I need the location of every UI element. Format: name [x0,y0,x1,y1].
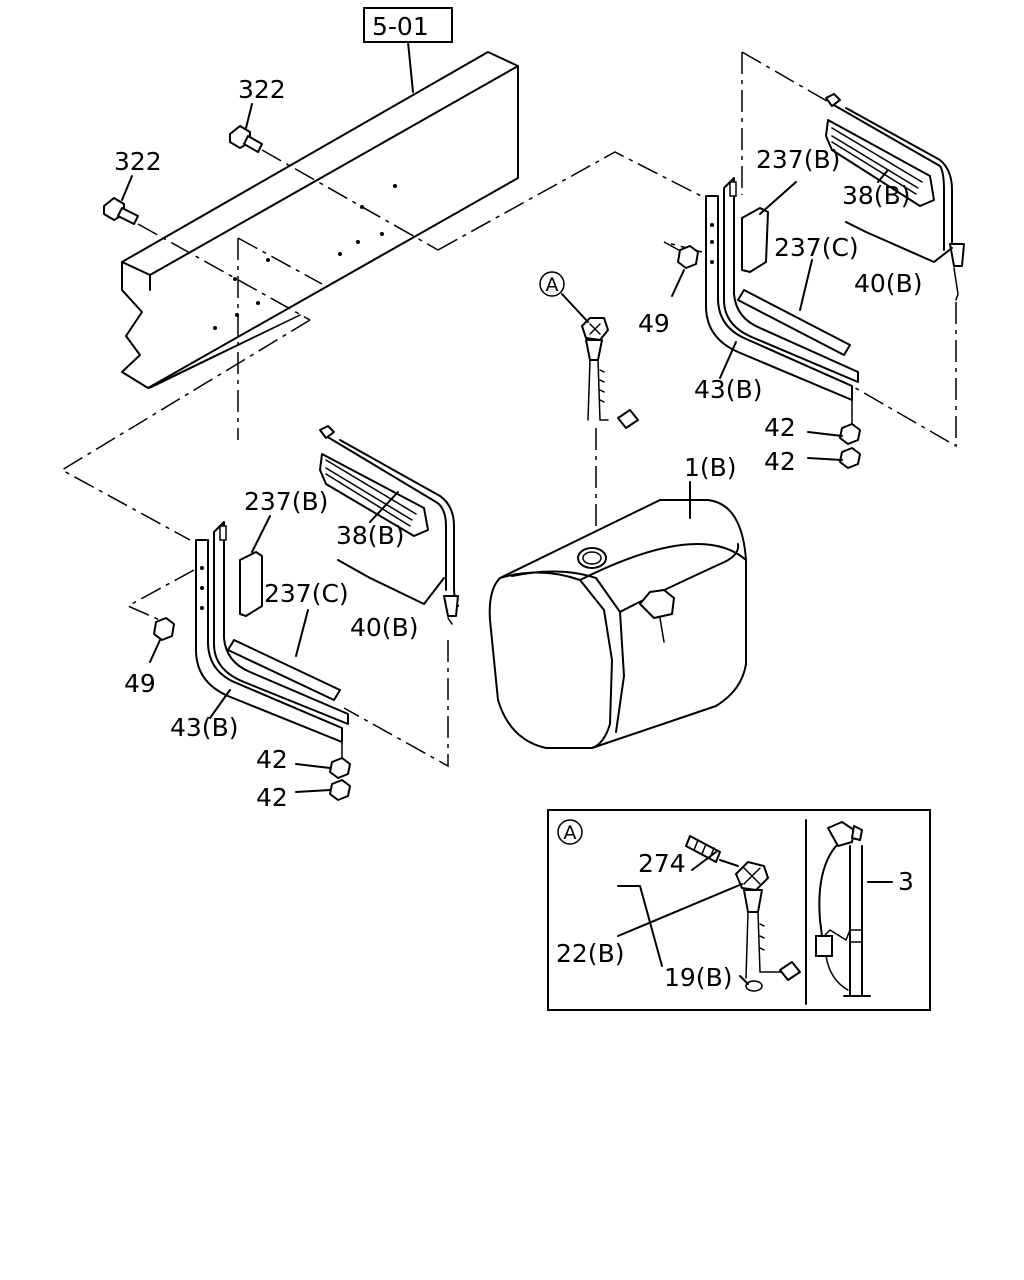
label-322-upper: 322 [238,75,286,104]
left-pad-237c [227,639,341,701]
left-nut-42b-icon [329,779,351,801]
right-strap-38b [825,119,935,207]
left-pad-237b [239,551,263,617]
left-nut-49-icon [153,617,175,641]
label-right-42b: 42 [764,447,796,476]
left-bracket-assembly [195,425,459,743]
right-nut-42a-icon [839,423,861,445]
fuel-tank [488,499,747,749]
left-strap-hook [443,595,459,617]
label-tank-1b: 1(B) [684,453,737,482]
detail-callout-a-letter: A [564,822,577,844]
label-22b: 22(B) [556,939,624,968]
label-left-237b: 237(B) [244,487,328,516]
label-right-49: 49 [638,309,670,338]
right-pad-237c [737,289,851,356]
fuel-sender-unit [581,317,639,429]
label-left-38b: 38(B) [336,521,404,550]
label-left-43b: 43(B) [170,713,238,742]
label-right-42a: 42 [764,413,796,442]
detail-callout-a-circle [557,819,583,845]
left-strap-38b [319,453,429,537]
label-274: 274 [638,849,686,878]
fuel-cap [639,589,675,619]
callout-a-letter: A [546,274,559,296]
right-bracket-assembly [705,93,965,401]
right-nut-49-icon [677,245,699,269]
ref-box-label: 5-01 [372,12,429,41]
label-right-38b: 38(B) [842,181,910,210]
right-nut-42b-icon [839,447,861,469]
label-left-237c: 237(C) [264,579,349,608]
label-left-42a: 42 [256,745,288,774]
callout-a-circle [539,271,565,297]
label-right-237c: 237(C) [774,233,859,262]
label-right-237b: 237(B) [756,145,840,174]
label-19b: 19(B) [664,963,732,992]
bolt-upper-icon [229,125,263,153]
left-nut-42a-icon [329,757,351,779]
label-3: 3 [898,867,914,896]
label-right-43b: 43(B) [694,375,762,404]
label-left-40b: 40(B) [350,613,418,642]
label-left-49: 49 [124,669,156,698]
detail-box: A 274 22(B) 19(B) 3 [547,809,931,1011]
ref-box: 5-01 [363,7,453,93]
label-322-lower: 322 [114,147,162,176]
right-strap-hook [949,243,965,267]
label-right-40b: 40(B) [854,269,922,298]
bolt-lower-icon [103,197,139,225]
label-left-42b: 42 [256,783,288,812]
frame-rail [121,51,519,389]
right-pad-237b [741,207,769,273]
